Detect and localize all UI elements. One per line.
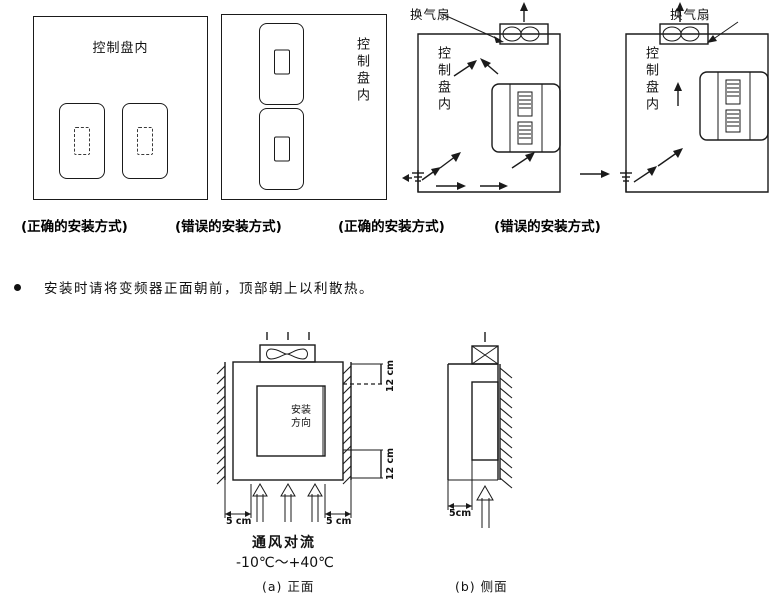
panel-4-drawing — [580, 2, 769, 193]
clearance-right-label: 5 cm — [326, 516, 352, 527]
front-view-drawing — [216, 332, 383, 522]
panel-1-label: 控制盘内 — [92, 41, 149, 56]
panel-4-fan-label: 换气扇 — [670, 7, 711, 22]
airflow-title: 通风对流 — [252, 535, 316, 551]
panel-3-drawing — [402, 2, 561, 193]
clearance-top-right-label: 12 cm — [385, 360, 396, 393]
panel-1-caption: (正确的安装方式) — [21, 219, 128, 235]
panel-3-caption: (正确的安装方式) — [338, 219, 445, 235]
bullet-dot-icon — [14, 284, 21, 291]
side-clearance-label: 5cm — [449, 508, 472, 519]
inverter-unit — [59, 103, 105, 179]
inverter-unit — [259, 108, 304, 190]
panel-3-fan-label: 换气扇 — [410, 7, 451, 22]
panel-3-label: 控制盘内 — [435, 46, 450, 114]
side-view-diagram: 5cm — [430, 332, 580, 532]
cabinet-panel-2: 控制盘内 — [221, 14, 387, 200]
cabinet-panel-1: 控制盘内 — [33, 16, 208, 200]
inverter-keypad — [74, 127, 90, 155]
panel-2-label: 控制盘内 — [354, 37, 369, 105]
cabinet-panel-3: 控制盘内 换气扇 — [402, 2, 561, 202]
panel-4-caption: (错误的安装方式) — [494, 219, 601, 235]
inverter-unit — [259, 23, 304, 105]
temperature-range: -10℃～+40℃ — [236, 555, 334, 571]
side-view-drawing — [447, 332, 513, 528]
side-view-caption: (b) 侧面 — [455, 579, 508, 594]
inverter-unit — [122, 103, 168, 179]
inverter-keypad — [273, 49, 290, 75]
inverter-keypad — [273, 136, 290, 162]
clearance-bottom-right-label: 12 cm — [385, 448, 396, 481]
inverter-keypad — [137, 127, 153, 155]
front-view-caption: (a) 正面 — [262, 579, 315, 594]
cabinet-panel-4: 控制盘内 换气扇 — [580, 2, 769, 202]
front-view-diagram: 安装 方向 12 cm 12 cm 5 cm 5 cm — [195, 332, 425, 532]
installation-note-text: 安装时请将变频器正面朝前，顶部朝上以利散热。 — [44, 281, 374, 297]
panel-4-label: 控制盘内 — [643, 46, 658, 114]
clearance-left-label: 5 cm — [226, 516, 252, 527]
panel-2-caption: (错误的安装方式) — [175, 219, 282, 235]
